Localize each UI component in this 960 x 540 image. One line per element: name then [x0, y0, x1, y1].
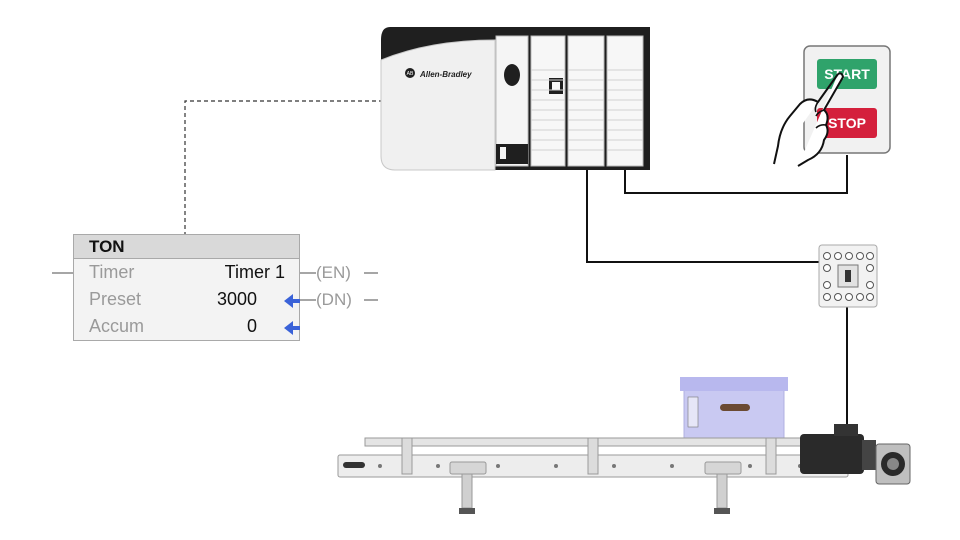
ton-value-accum[interactable]: 0	[246, 316, 257, 336]
conveyor-leg-right	[704, 461, 742, 514]
preset-arrow-icon	[284, 294, 300, 308]
ton-row-accum: Accum 0	[74, 313, 299, 340]
hand-icon	[773, 72, 844, 167]
coil-dn-label: DN	[321, 290, 347, 309]
wire-output-contactor-motor	[586, 170, 848, 424]
ton-label-timer: Timer	[89, 262, 135, 282]
plc-logo-text: AB	[407, 71, 414, 77]
dashed-link	[184, 100, 383, 234]
plc-brand-text: Allen-Bradley	[419, 70, 472, 79]
plc-logo-mark: AB	[405, 68, 415, 78]
ton-value-preset[interactable]: 3000	[216, 289, 257, 309]
plc-keyswitch	[504, 64, 520, 86]
plc-chassis: AB Allen-Bradley	[380, 27, 650, 171]
box-label	[687, 396, 699, 428]
ton-value-timer[interactable]: Timer 1	[224, 262, 285, 282]
accum-arrow-icon	[284, 321, 300, 335]
coil-en: (EN)	[316, 263, 351, 282]
ton-label-preset: Preset	[89, 289, 142, 309]
conveyor	[337, 437, 849, 514]
plc-comm-module	[530, 35, 566, 167]
coil-dn: (DN)	[316, 290, 352, 309]
ton-row-timer: Timer Timer 1	[74, 259, 299, 286]
start-button[interactable]: START	[817, 59, 877, 89]
motor	[800, 424, 911, 485]
ton-title: TON	[74, 235, 299, 259]
cardboard-box	[680, 377, 788, 447]
coil-en-label: EN	[321, 263, 346, 282]
ton-label-accum: Accum	[89, 316, 145, 336]
conveyor-leg-left	[449, 461, 487, 514]
plc-io-module-2	[606, 35, 644, 167]
box-handle	[720, 404, 750, 411]
contactor	[818, 244, 878, 308]
wire-pushbutton	[624, 155, 848, 194]
plc-io-module-1	[567, 35, 605, 167]
ton-instruction[interactable]: TON Timer Timer 1 Preset 3000 Accum 0	[73, 234, 300, 341]
ton-row-preset: Preset 3000	[74, 286, 299, 313]
